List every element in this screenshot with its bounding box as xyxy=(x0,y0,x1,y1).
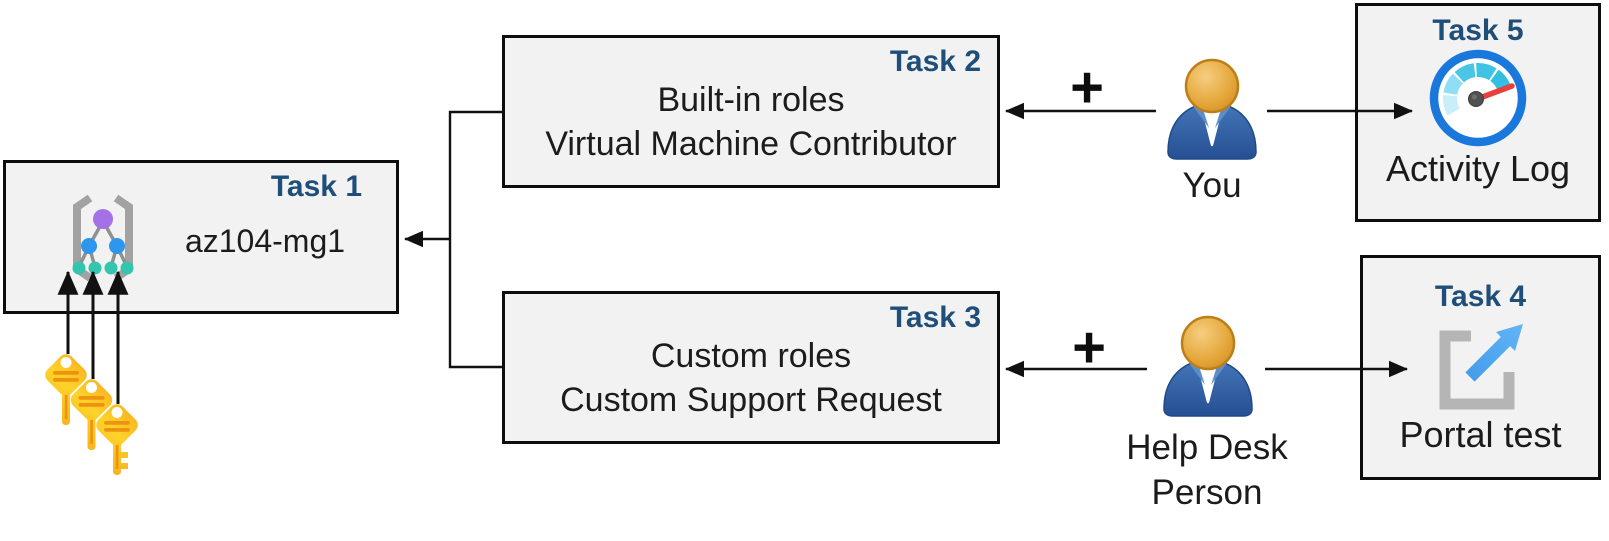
you-label: You xyxy=(1182,166,1242,205)
person-icon-helpdesk xyxy=(1162,315,1254,417)
task3-text: Custom roles Custom Support Request xyxy=(505,334,997,422)
task5-label: Task 5 xyxy=(1432,14,1524,47)
task3-label: Task 3 xyxy=(889,301,981,334)
task2-line2: Virtual Machine Contributor xyxy=(545,125,957,164)
task2-label: Task 2 xyxy=(889,45,981,78)
task1-box: Task 1 az104-mg1 xyxy=(3,160,399,314)
plus-sign-helpdesk: + xyxy=(1072,314,1106,380)
task4-box: Task 4 Portal test xyxy=(1360,255,1601,480)
key-3 xyxy=(92,400,142,475)
task3-line1: Custom roles xyxy=(650,337,852,375)
task1-title: az104-mg1 xyxy=(184,222,346,259)
task4-label: Task 4 xyxy=(1434,280,1527,313)
helpdesk-label-line1: Help Desk xyxy=(1126,428,1288,467)
plus-sign-you: + xyxy=(1070,54,1104,120)
task5-caption: Activity Log xyxy=(1385,148,1571,189)
task2-box: Task 2 Built-in roles Virtual Machine Co… xyxy=(502,35,1000,188)
management-group-icon xyxy=(72,194,134,282)
task5-box: Task 5 Activity Log xyxy=(1355,3,1601,222)
three-keys-icon xyxy=(41,350,142,475)
task4-caption: Portal test xyxy=(1399,414,1562,455)
task3-box: Task 3 Custom roles Custom Support Reque… xyxy=(502,291,1000,444)
person-icon-you xyxy=(1166,58,1258,160)
task2-line1: Built-in roles xyxy=(657,81,845,119)
external-link-icon xyxy=(1439,324,1523,410)
task3-line2: Custom Support Request xyxy=(560,381,942,420)
fork-connector xyxy=(448,110,502,369)
task2-text: Built-in roles Virtual Machine Contribut… xyxy=(505,78,997,166)
activity-log-gauge-icon xyxy=(1429,49,1527,147)
helpdesk-label-line2: Person xyxy=(1151,472,1263,512)
task1-label: Task 1 xyxy=(270,170,362,203)
helpdesk-label: Help Desk Person xyxy=(1107,426,1307,516)
task1-content: az104-mg1 xyxy=(6,191,396,291)
